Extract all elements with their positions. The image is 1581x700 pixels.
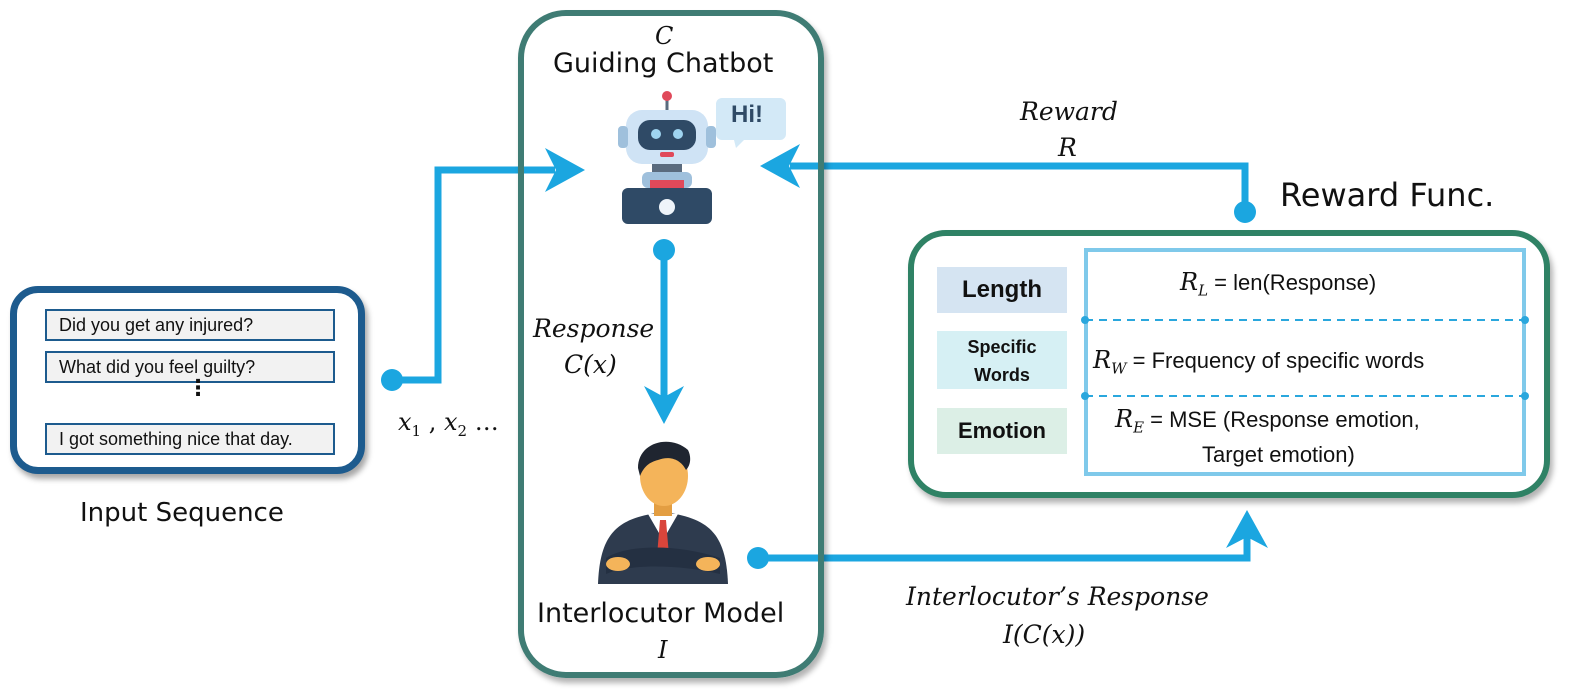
chatbot-symbol: C (655, 22, 674, 50)
interlocutor-symbol: I (658, 636, 668, 664)
input-item: I got something nice that day. (45, 423, 335, 455)
tag-emotion: Emotion (937, 408, 1067, 454)
formula-emotion-line2: Target emotion) (1202, 442, 1355, 467)
input-variables: x1 , x2 … (398, 408, 499, 440)
input-item: Did you get any injured? (45, 309, 335, 341)
reward-symbol: R (1058, 133, 1077, 162)
chatbot-bubble: Hi! (731, 101, 763, 128)
row-dividers (1081, 316, 1529, 400)
input-sequence-title: Input Sequence (80, 498, 284, 528)
tag-length: Length (937, 267, 1067, 313)
chatbot-column (518, 10, 824, 678)
interlocutor-response-arrow (747, 510, 1268, 569)
businessman-icon (598, 441, 728, 584)
input-to-chatbot-arrow (381, 148, 585, 391)
reward-func-title: Reward Func. (1280, 176, 1495, 214)
formula-specific-words: RW = Frequency of specific words (1093, 346, 1425, 378)
reward-arrow (760, 144, 1256, 223)
ellipsis: ⋮ (187, 376, 209, 401)
interlocutor-response-label: Interlocutor’s Response (906, 582, 1209, 611)
response-arrow (644, 239, 684, 424)
formula-emotion: RE = MSE (Response emotion, (1115, 405, 1420, 437)
response-expr: C(x) (564, 350, 617, 379)
interlocutor-response-expr: I(C(x)) (1003, 620, 1086, 649)
robot-icon (618, 91, 786, 224)
input-item: What did you feel guilty? (45, 351, 335, 383)
reward-label: Reward (1020, 97, 1118, 126)
reward-table (1084, 248, 1526, 476)
formula-length: RL = len(Response) (1180, 268, 1377, 300)
chatbot-title: Guiding Chatbot (553, 48, 774, 79)
input-sequence-box: Did you get any injured? What did you fe… (10, 286, 365, 474)
response-label: Response (533, 314, 655, 343)
interlocutor-title: Interlocutor Model (537, 598, 785, 629)
